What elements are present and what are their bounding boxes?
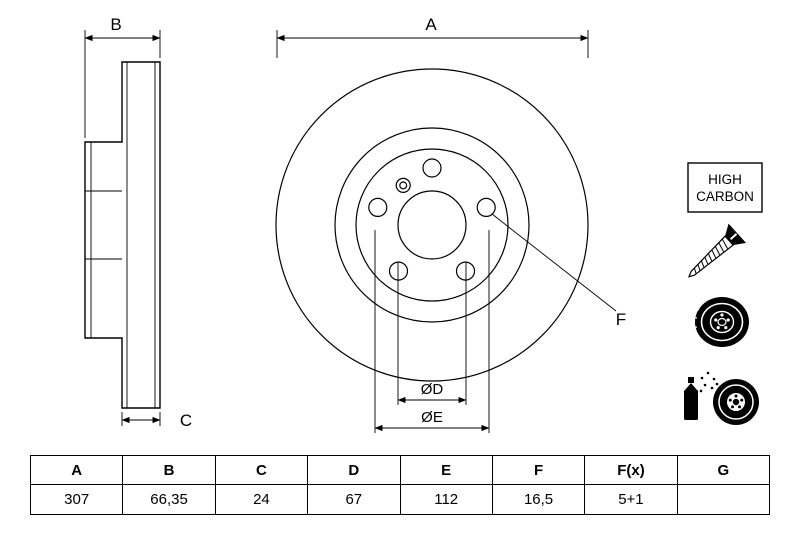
locating-pin-hole <box>395 177 411 193</box>
brake-disc-icon <box>690 297 749 347</box>
spec-value-row: 307 66,35 24 67 112 16,5 5+1 <box>29 484 771 515</box>
dimension-f: F <box>491 213 626 329</box>
dim-label-e: ØE <box>421 409 443 426</box>
dimension-e: ØE <box>374 230 490 433</box>
spec-value-fx: 5+1 <box>584 484 678 515</box>
spec-header-c: C <box>214 455 309 485</box>
spec-header-g: G <box>676 455 771 485</box>
spec-value-e: 112 <box>399 484 493 515</box>
dim-label-a: A <box>425 15 437 34</box>
dimension-d: ØD <box>397 262 467 405</box>
spec-header-f: F <box>491 455 586 485</box>
dim-label-c: C <box>180 411 192 430</box>
high-carbon-badge: HIGH CARBON <box>687 162 763 213</box>
dim-label-b: B <box>110 15 121 34</box>
spec-header-b: B <box>122 455 216 485</box>
spec-header-d: D <box>307 455 401 485</box>
spec-header-row: A B C D E F F(x) G <box>29 455 771 485</box>
dim-label-f: F <box>616 310 626 329</box>
dimension-c: C <box>121 411 192 430</box>
spec-header-a: A <box>29 455 124 485</box>
spray-dots <box>699 371 719 393</box>
dimension-b: B <box>84 15 161 138</box>
bolt-holes <box>368 158 496 281</box>
spec-value-g <box>676 484 771 515</box>
spec-header-e: E <box>399 455 493 485</box>
high-carbon-line2: CARBON <box>696 189 754 204</box>
coated-disc-icon <box>684 371 759 425</box>
high-carbon-line1: HIGH <box>708 172 742 187</box>
dimension-a: A <box>276 15 589 58</box>
spec-value-b: 66,35 <box>122 484 216 515</box>
spec-value-c: 24 <box>214 484 309 515</box>
technical-drawing: B C A F <box>84 15 763 433</box>
spec-header-fx: F(x) <box>584 455 678 485</box>
spec-value-d: 67 <box>307 484 401 515</box>
cross-section-view <box>84 61 161 409</box>
spec-value-a: 307 <box>29 484 124 515</box>
front-view <box>275 68 589 382</box>
spec-value-f: 16,5 <box>491 484 586 515</box>
spec-table: A B C D E F F(x) G 307 66,35 24 67 112 1… <box>29 455 771 515</box>
screw-icon <box>687 223 746 278</box>
dim-label-d: ØD <box>421 381 444 398</box>
